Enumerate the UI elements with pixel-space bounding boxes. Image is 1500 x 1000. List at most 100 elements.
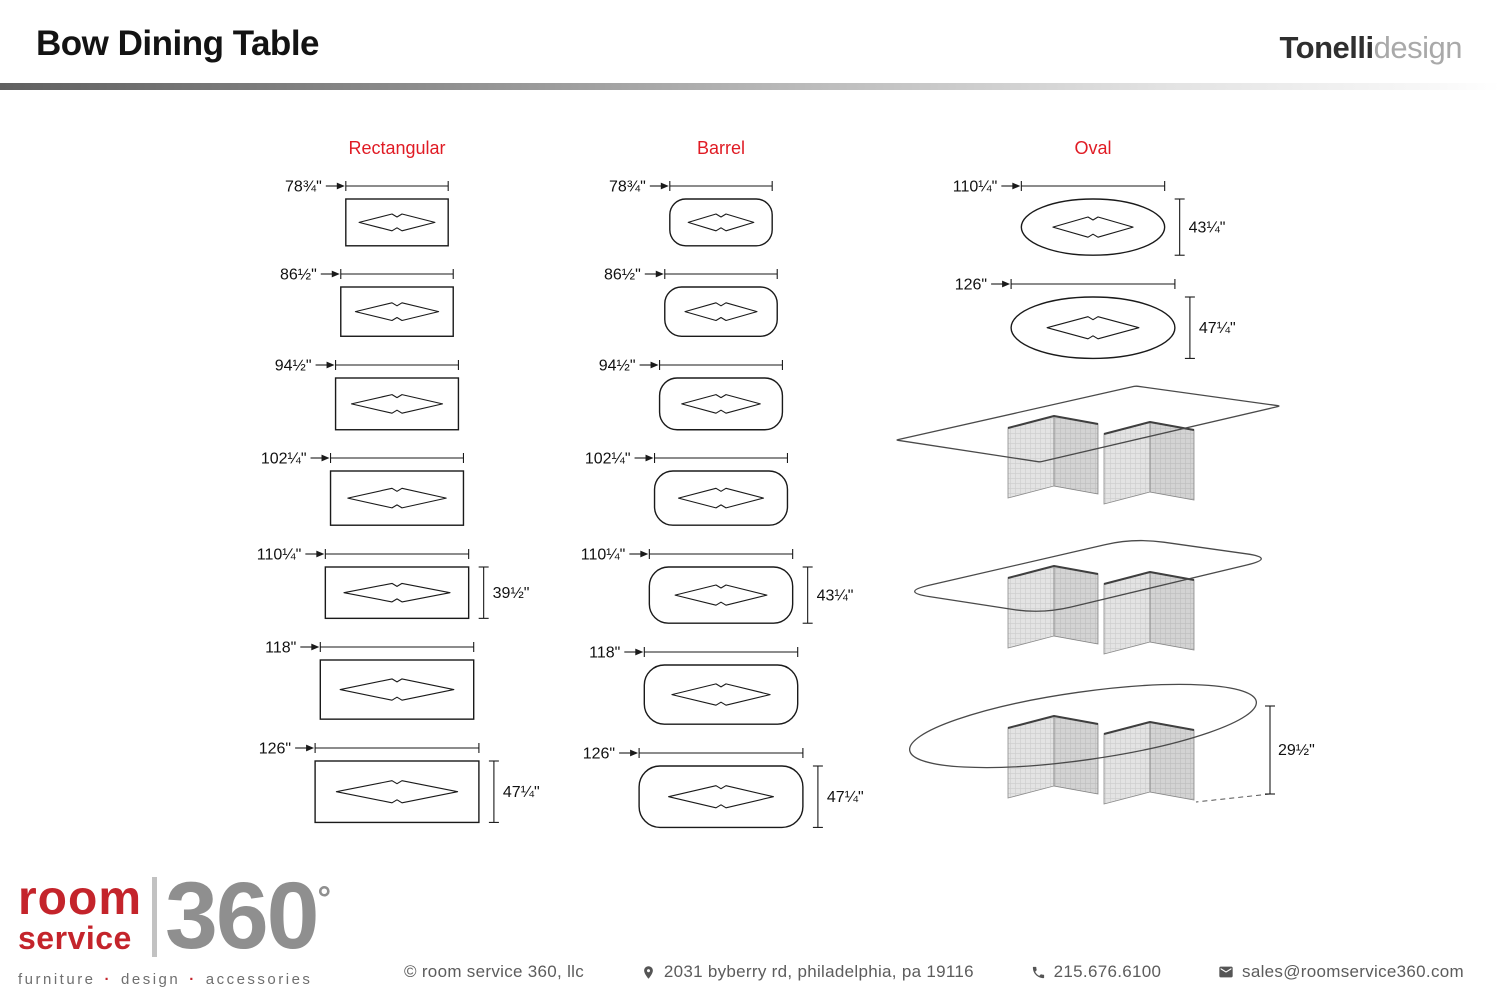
diagram-area: Rectangular 78¾" 86½" 94½" 102¼" 110¼" 39½" 118… — [0, 90, 1500, 829]
column-rectangular: Rectangular 78¾" 86½" 94½" 102¼" 110¼" 39½" 118… — [232, 138, 562, 828]
address-text: 2031 byberry rd, philadelphia, pa 19116 — [663, 962, 974, 981]
logo-word-service: service — [18, 920, 132, 957]
logo-number: 360 — [165, 863, 320, 970]
logo-divider-bar — [152, 877, 157, 957]
gradient-divider — [0, 83, 1500, 90]
size-row: 94½" — [556, 354, 886, 435]
size-row: 102¼" — [232, 447, 562, 531]
size-diagram-oval: 110¼" 43¼" — [953, 179, 1226, 256]
size-diagram-rectangular: 86½" — [280, 267, 454, 337]
width-dimension: 118" — [589, 645, 620, 662]
brand-bold: Tonelli — [1279, 30, 1375, 65]
size-diagram-rectangular: 94½" — [275, 358, 460, 431]
size-diagram-barrel: 126" 47¼" — [583, 746, 864, 829]
perspective-row: 29½" — [888, 676, 1328, 814]
width-dimension: 126" — [955, 277, 987, 294]
width-dimension: 118" — [265, 640, 296, 657]
size-diagram-barrel: 118" — [589, 645, 799, 725]
tagline-dot: · — [104, 971, 113, 988]
column-label-barrel: Barrel — [696, 138, 745, 158]
width-dimension: 110¼" — [953, 179, 998, 196]
column-label-rectangular: Rectangular — [348, 138, 446, 158]
size-diagram-barrel: 86½" — [604, 267, 778, 337]
height-dimension: 29½" — [1278, 742, 1315, 759]
depth-dimension: 47¼" — [1199, 320, 1236, 337]
size-diagram-barrel: 94½" — [599, 358, 784, 431]
width-dimension: 78¾" — [285, 179, 322, 196]
width-dimension: 102¼" — [261, 451, 307, 468]
size-diagram-rectangular: 78¾" — [285, 179, 449, 247]
width-dimension: 86½" — [604, 267, 641, 284]
email-text: sales@roomservice360.com — [1242, 962, 1464, 981]
size-diagram-barrel: 78¾" — [609, 179, 773, 247]
header: Bow Dining Table Tonellidesign — [0, 0, 1500, 66]
size-row: 102¼" — [556, 447, 886, 531]
size-row: 118" — [556, 641, 886, 730]
size-row: 126" 47¼" — [928, 273, 1328, 364]
page-title: Bow Dining Table — [36, 24, 320, 63]
size-diagram-barrel: 102¼" — [585, 451, 789, 526]
email: sales@roomservice360.com — [1218, 962, 1464, 982]
logo-word-room: room — [18, 871, 142, 925]
width-dimension: 86½" — [280, 267, 317, 284]
width-dimension: 126" — [583, 746, 615, 763]
size-row: 110¼" 43¼" — [556, 543, 886, 629]
tonelli-design-logo: Tonellidesign — [1279, 24, 1463, 66]
width-dimension: 78¾" — [609, 179, 646, 196]
tagline-word: accessories — [205, 971, 313, 988]
size-row: 86½" — [232, 263, 562, 342]
copyright: © room service 360, llc — [404, 962, 584, 982]
size-row: 78¾" — [556, 175, 886, 251]
email-icon — [1219, 966, 1233, 978]
depth-dimension: 47¼" — [827, 789, 864, 806]
roomservice360-logo: room service 360° — [18, 869, 390, 964]
phone-icon — [1032, 966, 1044, 978]
perspective-rectangular-base-drawing — [896, 385, 1280, 505]
width-dimension: 102¼" — [585, 451, 631, 468]
depth-dimension: 43¼" — [1189, 220, 1226, 237]
perspective-row — [888, 526, 1328, 664]
depth-dimension: 47¼" — [503, 784, 540, 801]
width-dimension: 94½" — [275, 358, 312, 375]
perspective-barrel-base-drawing — [914, 539, 1262, 655]
logo-degree-mark: ° — [317, 880, 332, 919]
tagline-dot: · — [189, 971, 197, 988]
size-diagram-rectangular: 102¼" — [261, 451, 465, 526]
size-diagram-rectangular: 126" 47¼" — [259, 741, 540, 824]
depth-dimension: 43¼" — [817, 588, 854, 605]
size-diagram-oval: 126" 47¼" — [955, 277, 1236, 360]
size-row: 86½" — [556, 263, 886, 342]
depth-dimension: 39½" — [493, 585, 530, 602]
perspective-oval-base-drawing: 29½" — [908, 683, 1315, 805]
column-label-oval: Oval — [1074, 138, 1112, 158]
size-row: 110¼" 39½" — [232, 543, 562, 624]
size-diagram-rectangular: 110¼" 39½" — [257, 547, 530, 620]
perspective-row — [888, 376, 1328, 514]
footer-info: © room service 360, llc 2031 byberry rd,… — [404, 962, 1464, 988]
size-row: 126" 47¼" — [556, 742, 886, 833]
phone-text: 215.676.6100 — [1053, 962, 1162, 981]
column-oval: Oval 110¼" 43¼" 126" 47¼" 29½" — [896, 138, 1328, 814]
width-dimension: 94½" — [599, 358, 636, 375]
size-row: 126" 47¼" — [232, 737, 562, 828]
logo-wordmark: room service — [18, 871, 142, 957]
size-diagram-rectangular: 118" — [265, 640, 475, 720]
size-row: 110¼" 43¼" — [928, 175, 1328, 261]
phone: 215.676.6100 — [1031, 962, 1162, 982]
column-barrel: Barrel 78¾" 86½" 94½" 102¼" 110¼" 43¼" 118" 126"… — [556, 138, 886, 833]
size-row: 118" — [232, 636, 562, 725]
logo-360: 360° — [165, 869, 332, 964]
width-dimension: 110¼" — [257, 547, 302, 564]
width-dimension: 126" — [259, 741, 291, 758]
size-diagram-barrel: 110¼" 43¼" — [581, 547, 854, 624]
brand-light: design — [1373, 30, 1463, 65]
size-row: 94½" — [232, 354, 562, 435]
tagline-word: furniture — [18, 971, 96, 988]
size-row: 78¾" — [232, 175, 562, 251]
footer-left: room service 360° furniture · design · acces… — [18, 869, 390, 988]
tagline-word: design — [121, 971, 181, 988]
address: 2031 byberry rd, philadelphia, pa 19116 — [641, 962, 974, 982]
width-dimension: 110¼" — [581, 547, 626, 564]
footer: room service 360° furniture · design · acces… — [0, 869, 1500, 1000]
